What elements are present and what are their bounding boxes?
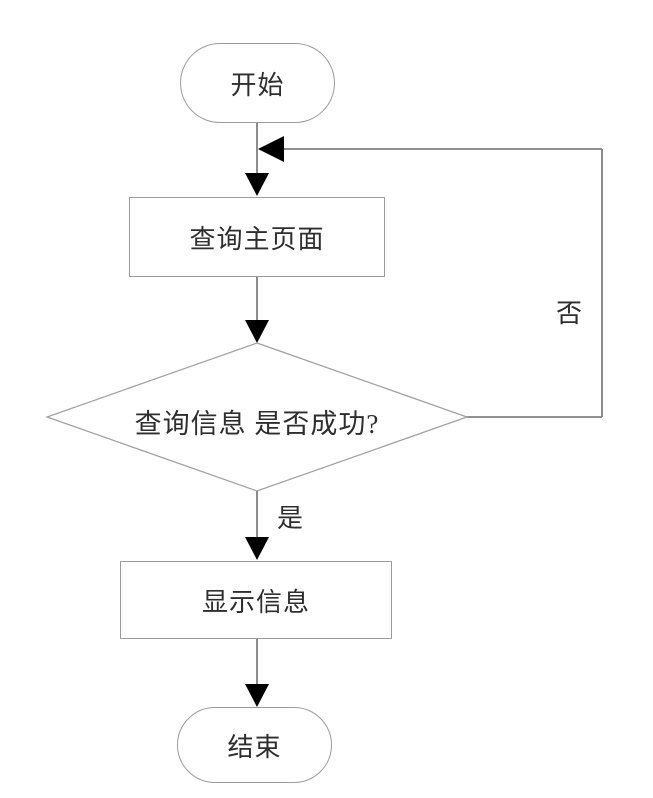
arrowhead-into-decision <box>245 320 269 343</box>
node-start: 开始 <box>180 43 335 123</box>
arrowhead-into-process2 <box>245 537 269 560</box>
node-display-info-label: 显示信息 <box>201 587 310 617</box>
node-display-info: 显示信息 <box>120 561 392 639</box>
node-end-label: 结束 <box>227 732 282 762</box>
node-start-label: 开始 <box>230 70 285 100</box>
edge-label-no: 否 <box>556 299 583 328</box>
node-query-main-page: 查询主页面 <box>129 197 385 277</box>
node-query-main-page-label: 查询主页面 <box>189 224 325 254</box>
node-decision-label: 查询信息 是否成功? <box>134 409 380 439</box>
edge-label-yes: 是 <box>277 504 304 533</box>
loop-return-arrowhead <box>258 136 284 162</box>
node-end: 结束 <box>177 707 332 783</box>
arrowhead-into-process1 <box>245 173 269 196</box>
arrowhead-into-end <box>245 684 269 707</box>
